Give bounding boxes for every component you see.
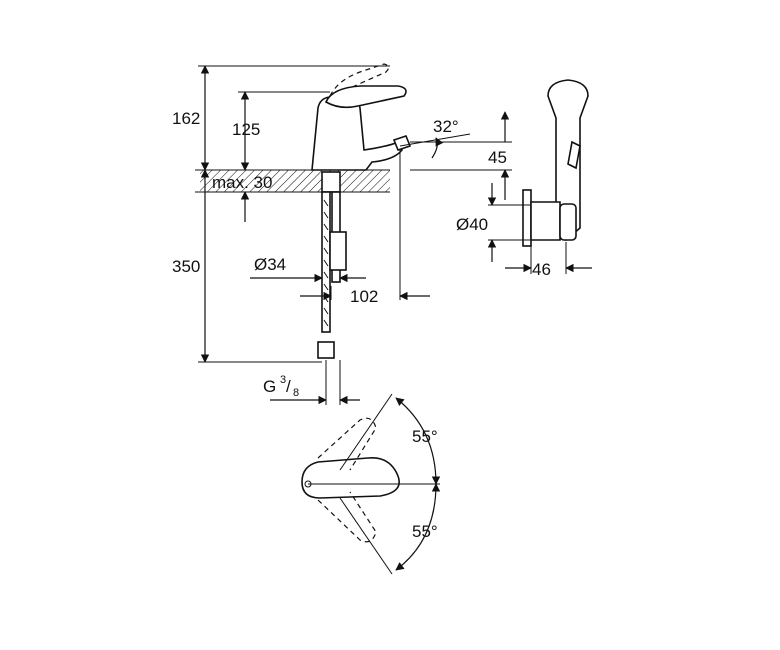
svg-text:8: 8 [293, 387, 299, 399]
label-shank-diameter: Ø34 [254, 255, 286, 274]
label-below-deck: 350 [172, 257, 200, 276]
lever-rotated-up-outline [317, 417, 377, 471]
hand-shower-assembly [487, 79, 592, 274]
svg-text:G: G [263, 377, 276, 396]
wall-bracket [522, 189, 532, 247]
label-rotation-down: 55° [412, 522, 438, 541]
dimension-labels: 162 125 32° 45 max. 30 Ø40 350 Ø34 46 10… [172, 109, 551, 541]
label-holder-diameter: Ø40 [456, 215, 488, 234]
svg-text:/: / [286, 377, 291, 396]
holder-body [530, 201, 561, 241]
holder-clip [559, 203, 577, 241]
mounting-shank [321, 171, 341, 193]
faucet-top-view [301, 393, 441, 575]
threaded-rod-nut [329, 231, 347, 271]
faucet-body [311, 95, 403, 171]
shower-trigger [567, 140, 581, 170]
label-connection-thread: G 3 / 8 [263, 374, 299, 399]
label-spout-reach: 102 [350, 287, 378, 306]
svg-text:3: 3 [280, 374, 286, 386]
label-total-height: 162 [172, 109, 200, 128]
label-max-deck: max. 30 [212, 173, 272, 192]
dimension-lines [198, 65, 512, 405]
label-spout-height: 125 [232, 120, 260, 139]
label-spout-offset: 45 [488, 148, 507, 167]
label-rotation-up: 55° [412, 427, 438, 446]
hose-connector [317, 341, 335, 359]
lever-rotated-down-outline [317, 491, 377, 543]
lever-handle [324, 85, 407, 109]
countertop-section [200, 170, 390, 192]
label-holder-depth: 46 [532, 260, 551, 279]
lever-raised-outline [329, 63, 390, 97]
aerator [392, 135, 412, 151]
faucet-side-view [195, 63, 412, 359]
label-lever-angle: 32° [433, 117, 459, 136]
